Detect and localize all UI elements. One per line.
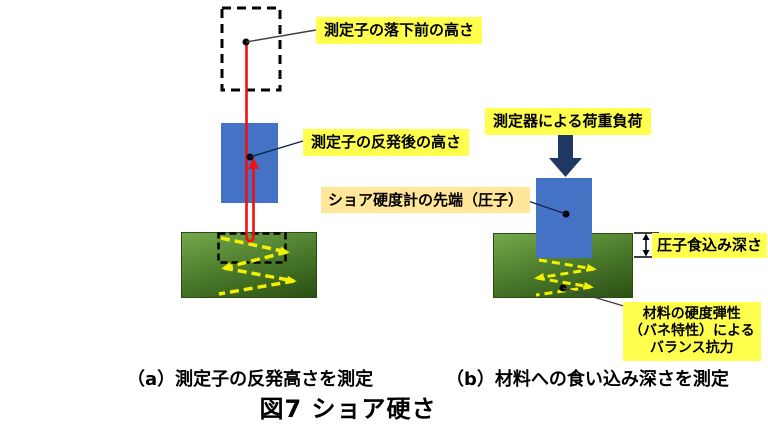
label-load-by-device: 測定器による荷重負荷 bbox=[485, 108, 651, 135]
depth-arrow-up-icon bbox=[642, 233, 650, 240]
anchor-dot bbox=[242, 38, 250, 46]
label-indenter-tip: ショア硬度計の先端（圧子） bbox=[321, 187, 531, 213]
figure-title: 図7 ショア硬さ bbox=[259, 395, 437, 423]
indenter-b bbox=[536, 178, 592, 258]
depth-arrow-down-icon bbox=[642, 250, 650, 257]
balance-resistance-line2: （バネ特性）による bbox=[629, 323, 755, 339]
balance-resistance-line1: 材料の硬度弾性 bbox=[642, 306, 741, 322]
leader-line-before-drop bbox=[245, 29, 317, 43]
start-position-dashed-box bbox=[220, 6, 282, 92]
material-block-a bbox=[181, 232, 317, 298]
indenter-a bbox=[221, 123, 278, 203]
label-height-after-rebound: 測定子の反発後の高さ bbox=[303, 129, 470, 156]
load-arrow-icon bbox=[549, 134, 582, 177]
label-indentation-depth: 圧子食込み深さ bbox=[652, 233, 768, 258]
label-height-before-drop: 測定子の落下前の高さ bbox=[316, 17, 483, 44]
caption-panel-b: （b）材料への食い込み深さを測定 bbox=[446, 369, 729, 390]
caption-panel-a: （a）測定子の反発高さを測定 bbox=[127, 369, 374, 390]
label-balance-resistance: 材料の硬度弾性 （バネ特性）による バランス抗力 bbox=[623, 302, 761, 361]
balance-resistance-line3: バランス抗力 bbox=[649, 340, 734, 356]
